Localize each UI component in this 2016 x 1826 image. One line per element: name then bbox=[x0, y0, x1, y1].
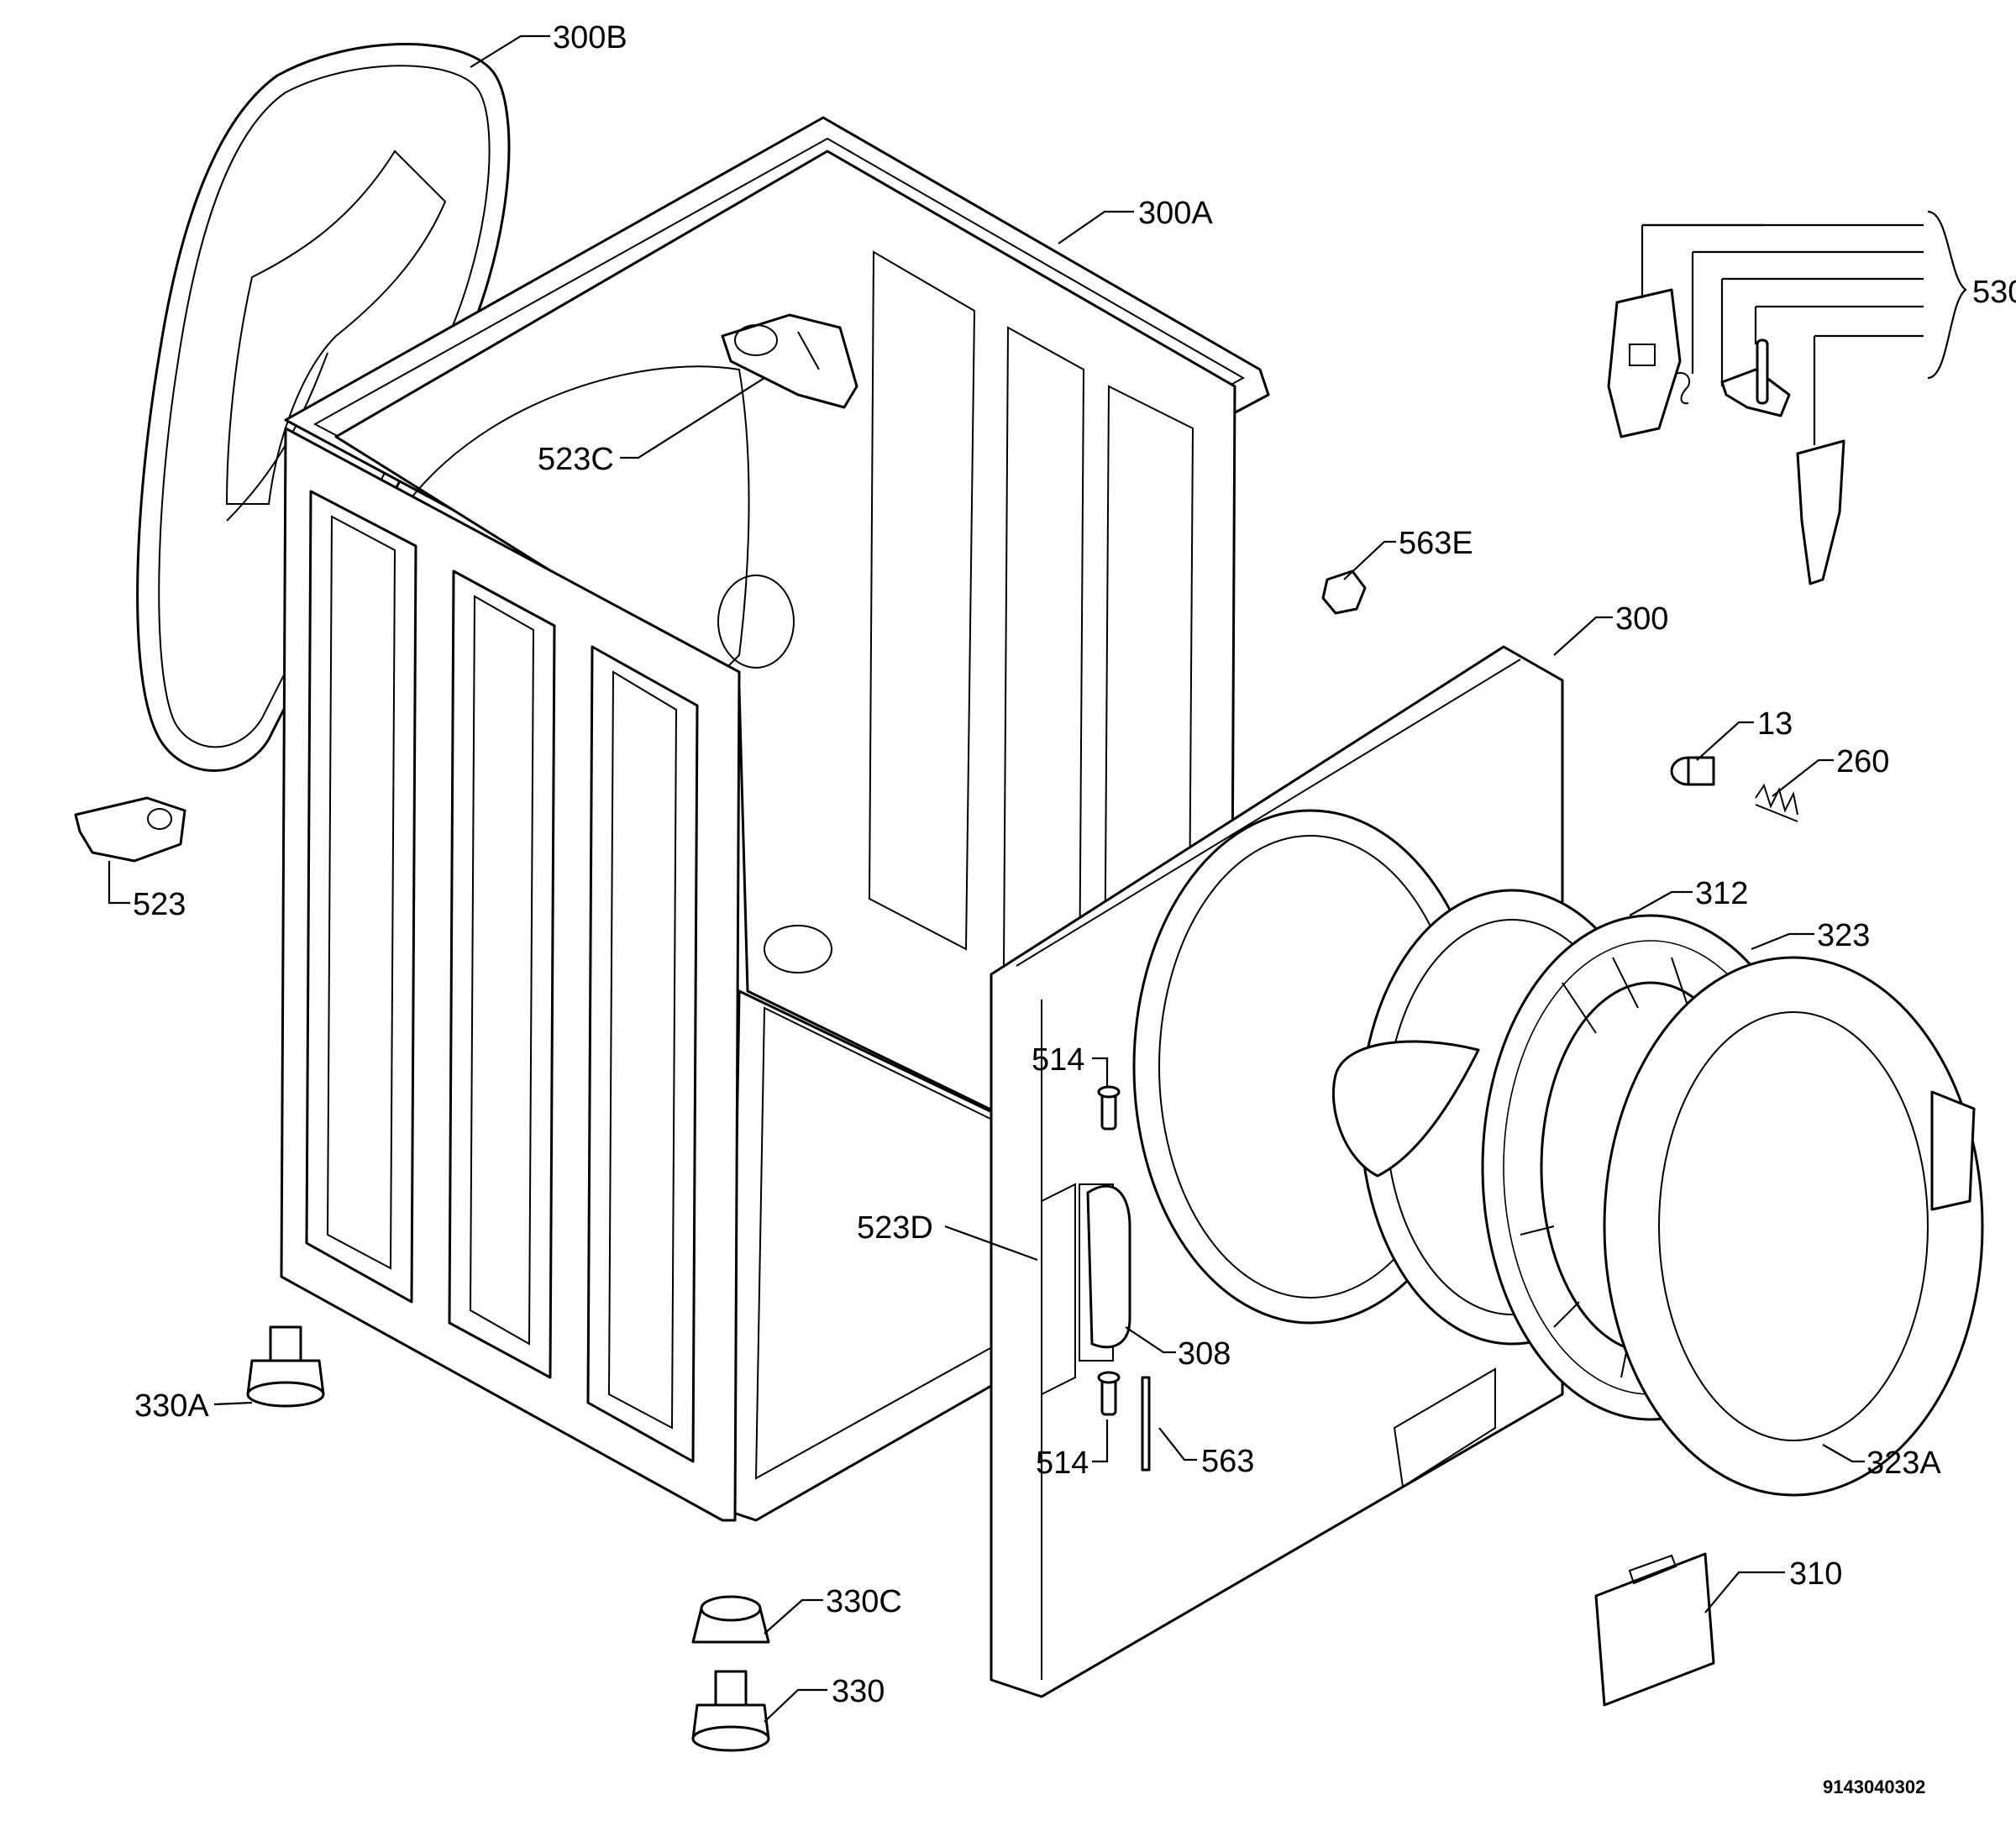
label-312: 312 bbox=[1695, 876, 1748, 911]
label-523: 523 bbox=[133, 887, 186, 922]
label-563E: 563E bbox=[1399, 526, 1473, 561]
label-13: 13 bbox=[1757, 706, 1793, 742]
label-300A: 300A bbox=[1138, 196, 1213, 231]
label-300: 300 bbox=[1615, 601, 1668, 637]
label-330A: 330A bbox=[134, 1388, 209, 1424]
part-330C-nut bbox=[691, 1595, 770, 1644]
document-number: 9143040302 bbox=[1823, 1776, 1925, 1797]
label-323: 323 bbox=[1817, 918, 1870, 953]
part-labels: 300B 300A 530 523C 563E 300 13 260 523 3… bbox=[133, 20, 2016, 1797]
label-530: 530 bbox=[1972, 275, 2016, 310]
part-330-foot bbox=[691, 1670, 770, 1752]
part-523C-bracket bbox=[721, 313, 858, 409]
part-514-pin-lower bbox=[1097, 1371, 1121, 1416]
label-260: 260 bbox=[1836, 744, 1889, 779]
part-523-clip bbox=[74, 796, 186, 863]
part-260-spring bbox=[1755, 783, 1798, 822]
label-330: 330 bbox=[832, 1674, 885, 1709]
label-308: 308 bbox=[1178, 1336, 1231, 1372]
label-300B: 300B bbox=[553, 20, 627, 55]
part-13-cap bbox=[1670, 756, 1715, 786]
leader-lines bbox=[108, 34, 1967, 1723]
label-523D: 523D bbox=[857, 1210, 933, 1246]
part-323A-outer-door bbox=[1603, 956, 1984, 1497]
part-514-pin-upper bbox=[1097, 1085, 1121, 1131]
label-563: 563 bbox=[1201, 1444, 1254, 1479]
part-330A-foot bbox=[246, 1325, 325, 1408]
part-300A-cabinet bbox=[280, 116, 1270, 1522]
label-323A: 323A bbox=[1866, 1446, 1941, 1481]
label-514-lower: 514 bbox=[1036, 1446, 1089, 1481]
label-523C: 523C bbox=[538, 442, 614, 477]
label-514-upper: 514 bbox=[1032, 1042, 1084, 1078]
part-563E-bulb bbox=[1321, 569, 1367, 615]
part-310-filter-cover bbox=[1594, 1552, 1715, 1707]
part-563-rod bbox=[1141, 1376, 1151, 1472]
label-310: 310 bbox=[1789, 1556, 1842, 1592]
part-530-handle-assembly bbox=[1607, 288, 1845, 585]
label-330C: 330C bbox=[826, 1584, 902, 1619]
